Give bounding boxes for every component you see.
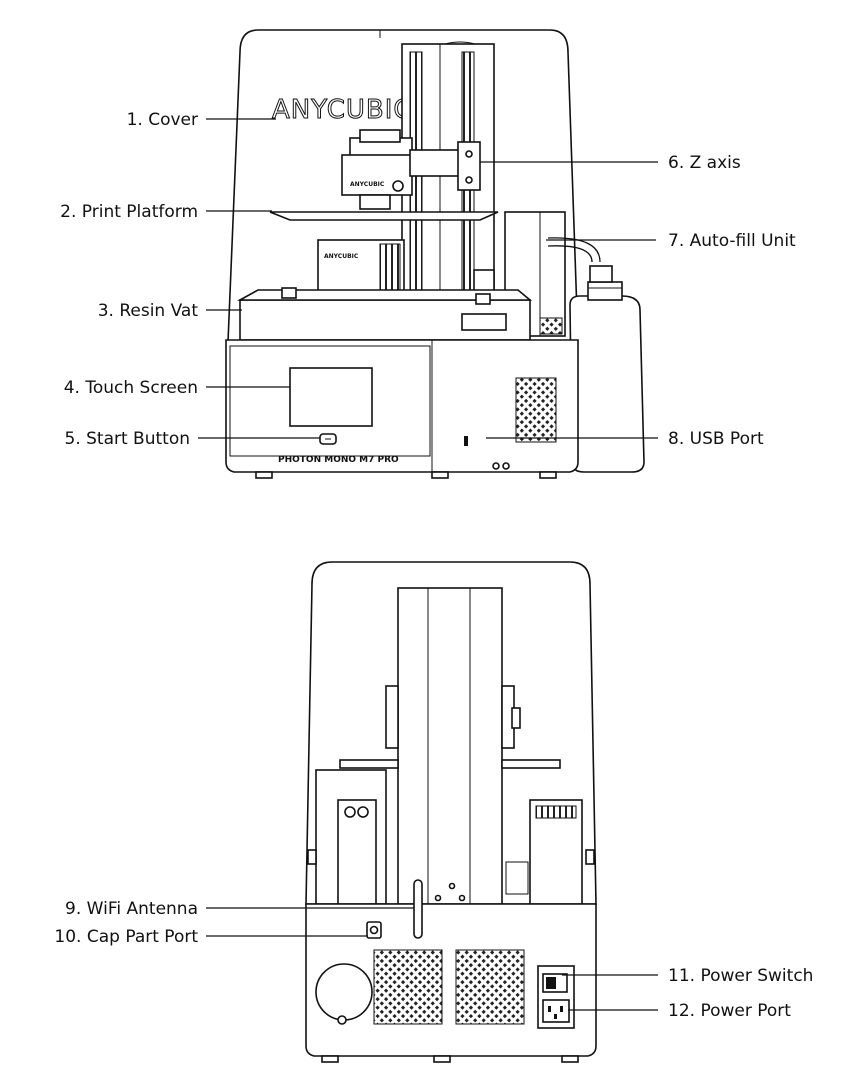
label-power-port: 12. Power Port xyxy=(668,1001,791,1021)
power-port-shape xyxy=(542,999,570,1023)
printer-base: PHOTON MONO M7 PRO xyxy=(225,339,579,479)
svg-text:ANYCUBIC: ANYCUBIC xyxy=(350,181,385,188)
svg-text:ANYCUBIC: ANYCUBIC xyxy=(324,253,359,260)
label-power-switch: 11. Power Switch xyxy=(668,966,813,986)
back-printer-illustration xyxy=(305,561,597,1063)
label-print-platform: 2. Print Platform xyxy=(60,202,198,222)
back-leader-lines xyxy=(206,907,658,1011)
print-platform-plate xyxy=(269,211,499,221)
label-z-axis: 6. Z axis xyxy=(668,153,741,173)
label-resin-vat: 3. Resin Vat xyxy=(98,301,199,321)
rear-base xyxy=(305,879,597,1063)
model-badge: PHOTON MONO M7 PRO xyxy=(278,455,399,465)
wifi-antenna-shape xyxy=(413,879,423,939)
back-labels: 9. WiFi Antenna 10. Cap Part Port 11. Po… xyxy=(54,899,813,1021)
label-cover: 1. Cover xyxy=(127,110,198,130)
label-usb-port: 8. USB Port xyxy=(668,429,764,449)
resin-bottle xyxy=(569,265,645,473)
cover-brand-logo: ANYCUBIC xyxy=(272,95,413,125)
front-printer-illustration: ANYCUBIC ANYCUBIC ANYC xyxy=(225,29,645,479)
rear-column xyxy=(397,587,503,905)
front-labels: 1. Cover 2. Print Platform 3. Resin Vat … xyxy=(60,110,796,449)
label-touch-screen: 4. Touch Screen xyxy=(64,378,198,398)
resin-vat xyxy=(236,287,533,341)
label-start-button: 5. Start Button xyxy=(65,429,191,449)
touch-screen-display xyxy=(289,367,373,427)
rear-motor-box xyxy=(505,799,595,905)
label-cap-part-port: 10. Cap Part Port xyxy=(54,927,198,947)
platform-arm: ANYCUBIC xyxy=(341,129,481,210)
rear-left-bracket xyxy=(307,769,387,905)
label-wifi-antenna: 9. WiFi Antenna xyxy=(65,899,198,919)
front-leader-lines xyxy=(198,118,658,439)
label-auto-fill-unit: 7. Auto-fill Unit xyxy=(668,231,796,251)
